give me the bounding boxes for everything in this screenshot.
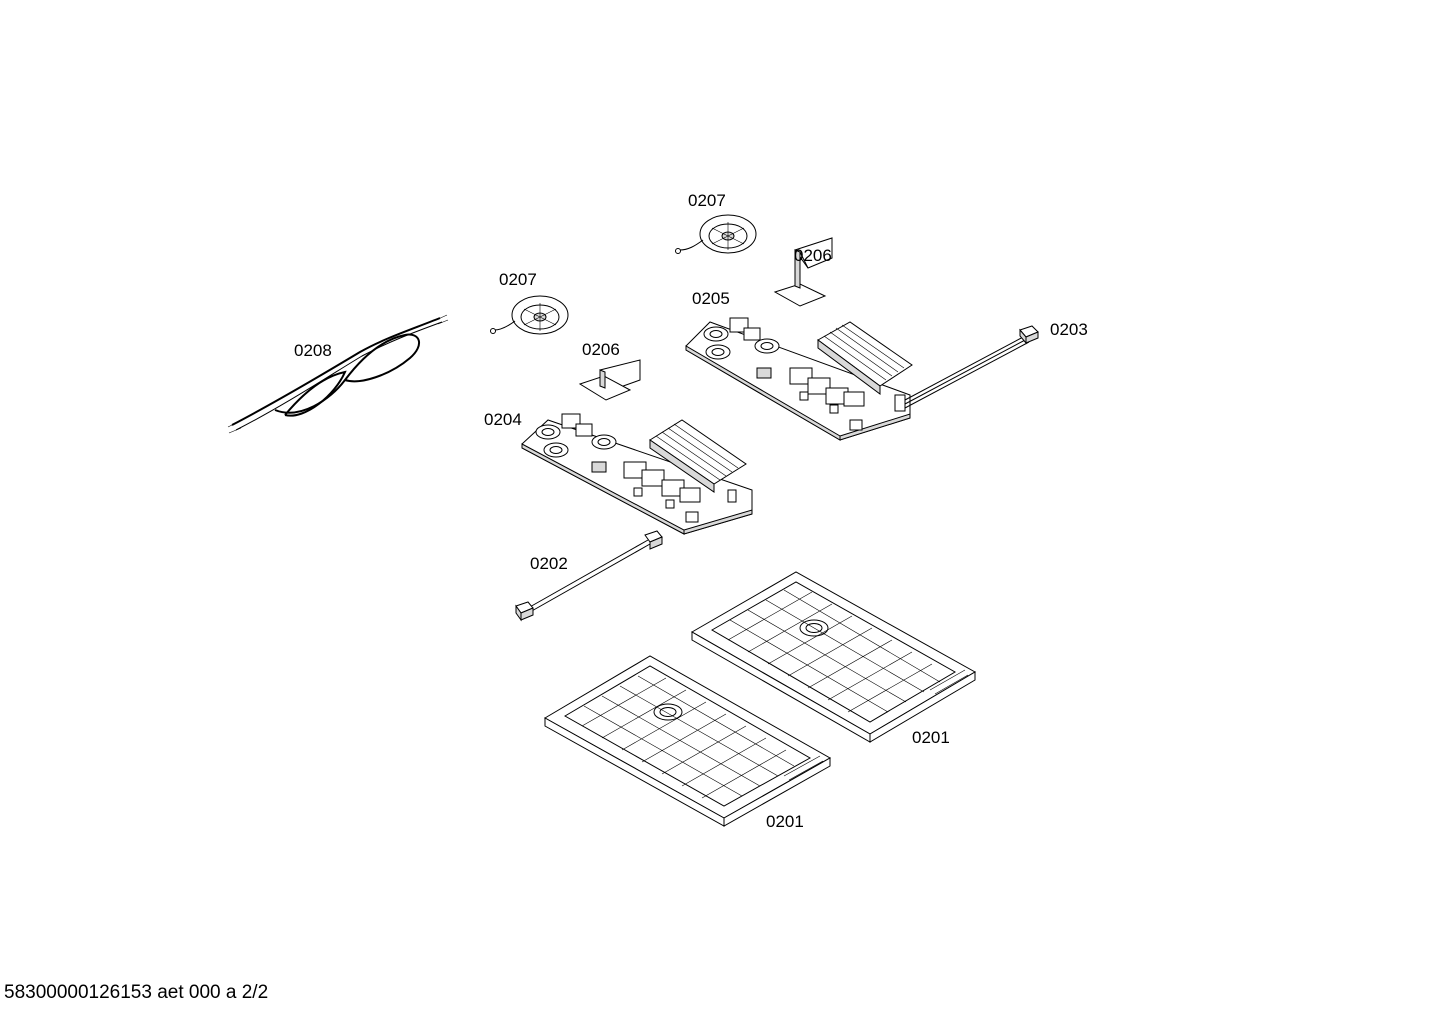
- cooling-fan-upper: [675, 214, 757, 254]
- bracket-lower: [578, 359, 641, 401]
- callout-board-upper: 0205: [692, 289, 730, 308]
- callout-bracket-lower: 0206: [582, 340, 620, 359]
- cooling-fan-lower: [490, 295, 569, 335]
- carrier-tray-right: [690, 571, 977, 743]
- ribbon-cable-lower: [515, 530, 663, 622]
- document-id-footer: 58300000126153 aet 000 a 2/2: [4, 982, 269, 1003]
- callout-carrier-left: 0201: [766, 812, 804, 831]
- callout-fan-lower: 0207: [499, 270, 537, 289]
- callout-power-cord: 0208: [294, 341, 332, 360]
- callout-bracket-upper: 0206: [794, 246, 832, 265]
- callout-fan-upper: 0207: [688, 191, 726, 210]
- callout-cable-lower: 0202: [530, 554, 568, 573]
- callout-carrier-right: 0201: [912, 728, 950, 747]
- circuit-board-upper: [685, 317, 913, 441]
- bracket-upper: [773, 237, 833, 307]
- callout-board-lower: 0204: [484, 410, 522, 429]
- carrier-tray-left: [543, 655, 832, 827]
- circuit-board-lower: [521, 413, 753, 535]
- power-cord-part: [227, 314, 449, 434]
- callout-cable-right: 0203: [1050, 320, 1088, 339]
- ribbon-cable-right: [904, 325, 1039, 409]
